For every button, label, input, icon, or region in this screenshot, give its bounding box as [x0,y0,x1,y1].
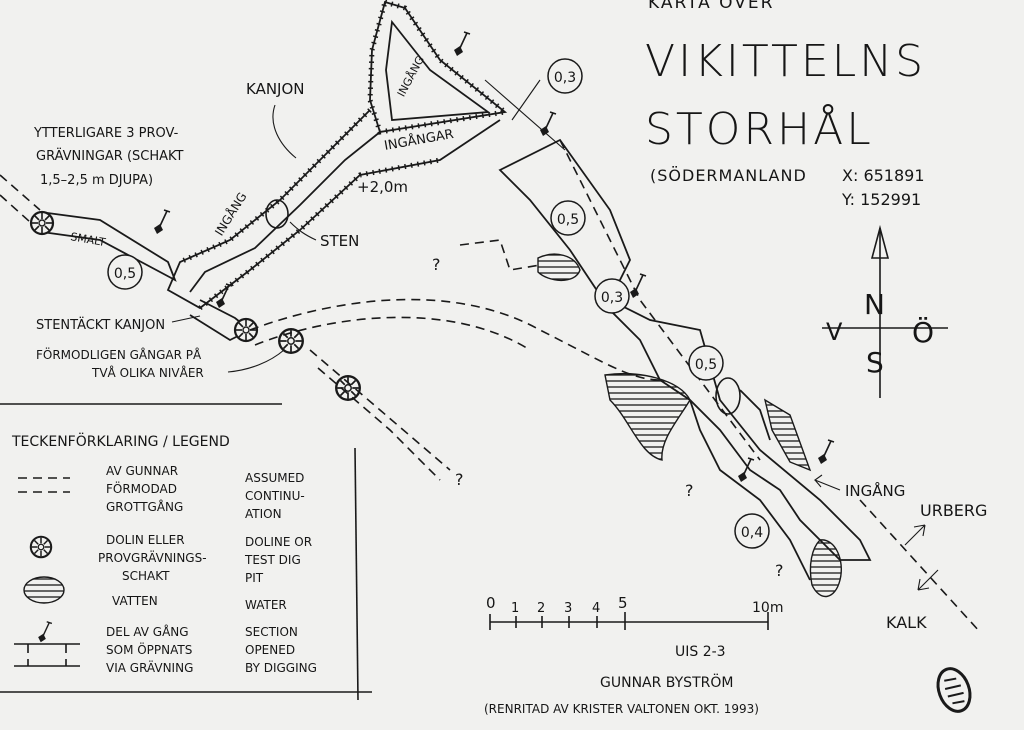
depth-markers: 0,3 0,5 0,5 0,3 0,5 0,4 [107,58,770,549]
legend-sv-text: VATTEN [112,594,158,608]
label-ytterligare-2: GRÄVNINGAR (SCHAKT [36,148,184,164]
legend-en-text: PIT [245,571,264,585]
kalk-arrow-icon [917,569,939,591]
cave-canyon [0,108,501,401]
legend-sv-text: VIA GRÄVNING [106,660,193,675]
dig-shovel-icon [215,283,233,309]
scale-end: 10m [752,600,783,616]
compass-rose: N S V Ö [822,224,948,398]
label-ytterligare-1: YTTERLIGARE 3 PROV- [33,126,179,141]
coord-x: X: 651891 [842,166,925,185]
legend-sv-text: SCHAKT [122,569,170,583]
label-smalt: SMALT [69,230,106,249]
water-pool [604,373,691,461]
legend-en-text: TEST DIG [244,553,301,567]
depth-label: 0,4 [741,525,763,541]
doline-icon [29,210,55,236]
assumed-passages [249,139,981,633]
credits: UIS 2-3 GUNNAR BYSTRÖM (RENRITAD AV KRIS… [484,644,759,716]
dig-shovel-icon [153,209,171,235]
north-arrow-icon [870,224,890,259]
compass-o: Ö [912,315,934,349]
unknown-mark: ? [775,561,784,580]
label-sten: STEN [320,232,359,250]
legend-water-icon [23,576,65,604]
legend-sv-text: DOLIN ELLER [106,533,185,547]
coord-y: Y: 152991 [841,190,921,209]
compass-s: S [866,346,884,379]
label-ingang-top: INGÅNG [395,54,427,99]
dig-shovel-icon [453,31,471,57]
doline-icon [335,375,361,401]
map-title: KARTA ÖVER VIKITTELNS STORHÅL (SÖDERMANL… [645,0,926,209]
scale-bar: 0 1 2 3 4 5 10m [486,594,783,630]
scale-tick: 4 [592,601,600,616]
legend-en-text: BY DIGGING [245,661,317,675]
depth-label: 0,5 [695,357,717,373]
legend-en-text: ATION [245,507,282,521]
label-ytterligare-3: 1,5–2,5 m DJUPA) [40,173,153,188]
dig-shovel-icon [539,111,557,137]
credit-redrawn: (RENRITAD AV KRISTER VALTONEN OKT. 1993) [484,702,759,716]
legend-en-text: OPENED [245,643,295,657]
compass-v: V [826,318,843,346]
boulder [265,199,289,229]
logo-emblem [936,667,972,713]
label-ingang-right: INGÅNG [845,481,905,500]
water-pool [809,539,842,598]
water-pool [537,253,581,282]
legend-doline-icon [29,535,53,559]
scale-tick: 0 [486,594,496,612]
label-kalk: KALK [886,613,927,632]
legend-en-text: CONTINU- [245,489,305,503]
unknown-mark: ? [455,470,464,489]
depth-label: 0,3 [554,70,576,86]
legend-sv-text: DEL AV GÅNG [106,624,189,639]
label-depth: +2,0m [357,178,408,196]
unknown-mark: ? [685,481,694,500]
legend-sv-text: GROTTGÅNG [106,499,183,514]
urberg-arrow-icon [904,524,926,546]
label-formodligen-1: FÖRMODLIGEN GÅNGAR PÅ [36,346,202,362]
label-kanjon: KANJON [246,80,305,98]
legend-heading: TECKENFÖRKLARING / LEGEND [11,432,230,450]
depth-label: 0,5 [114,266,136,282]
doline-icon [233,317,259,343]
scale-tick: 3 [564,601,572,616]
title-pre: KARTA ÖVER [648,0,774,13]
legend-sv-text: AV GUNNAR [106,464,178,478]
unknown-mark: ? [432,255,441,274]
dig-shovel-icon [817,439,835,465]
scale-tick: 1 [511,601,519,616]
label-ingang-left: INGÅNG [211,189,249,238]
legend-en-text: ASSUMED [245,471,304,485]
legend-sv-text: PROVGRÄVNINGS- [98,550,207,565]
label-stentackt: STENTÄCKT KANJON [36,317,165,333]
legend: TECKENFÖRKLARING / LEGEND AV GUNNAR FÖRM… [0,403,372,701]
legend-sv-text: FÖRMODAD [106,480,177,496]
legend-sv-text: SOM ÖPPNATS [106,641,192,657]
title-line1: VIKITTELNS [645,36,926,87]
credit-uis: UIS 2-3 [675,644,726,660]
credit-author: GUNNAR BYSTRÖM [600,673,733,691]
legend-en-text: WATER [245,598,287,612]
label-formodligen-2: TVÅ OLIKA NIVÅER [91,365,204,380]
dig-shovel-icon [629,273,647,299]
scale-tick: 5 [618,594,628,612]
label-urberg: URBERG [920,501,987,520]
scale-tick: 2 [537,601,545,616]
cave-top-section [367,0,566,151]
legend-en-text: SECTION [245,625,298,639]
legend-en-text: DOLINE OR [245,535,312,549]
title-line2: STORHÅL [645,102,874,155]
title-region: (SÖDERMANLAND [650,166,807,185]
compass-n: N [864,288,885,321]
depth-label: 0,5 [557,212,579,228]
depth-label: 0,3 [601,290,623,306]
water-pool [763,398,812,472]
legend-dig-section-icon [14,620,80,667]
